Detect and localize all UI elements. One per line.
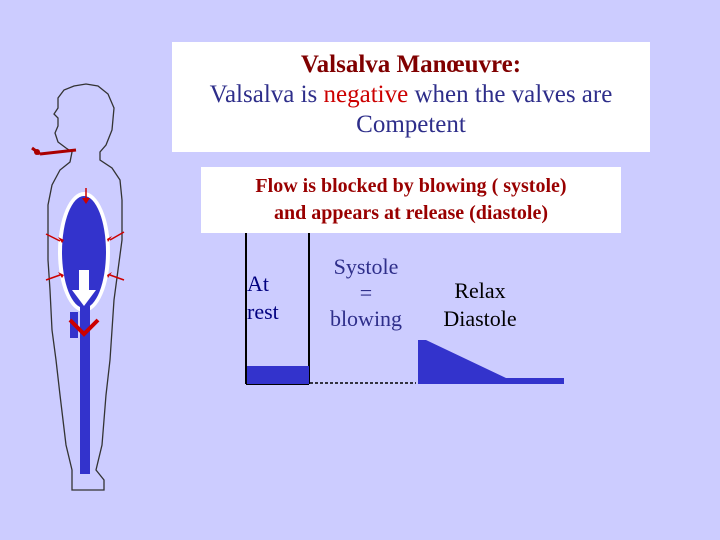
thorax-pressure-chamber (62, 196, 106, 308)
rest-flow-bar (247, 366, 309, 384)
systole-phase-label: Systole = blowing (329, 254, 403, 331)
diastole-flow-peak (418, 340, 564, 384)
flow-trace-chart (245, 232, 564, 385)
negative-word: negative (323, 81, 409, 108)
title-box: Valsalva Manœuvre: Valsalva is negative … (172, 42, 650, 152)
pressure-arrows (45, 188, 125, 281)
flow-note-line1: Flow is blocked by blowing ( systole) (255, 175, 567, 197)
human-figure-outline (47, 83, 123, 491)
title-heading: Valsalva Manœuvre: (300, 51, 522, 78)
diastole-phase-label: Relax Diastole (443, 278, 517, 331)
title-statement: Valsalva is negative when the valves are (209, 81, 613, 108)
flow-note-line2: and appears at release (diastole) (273, 202, 549, 224)
flow-note-box: Flow is blocked by blowing ( systole) an… (201, 167, 621, 233)
title-statement-end: Competent (356, 111, 466, 138)
rest-phase-label: At rest (247, 271, 279, 324)
leg-vein (80, 306, 90, 474)
down-arrow (72, 270, 96, 306)
mouthpiece-tube (31, 146, 77, 156)
valve-closed (68, 312, 100, 338)
